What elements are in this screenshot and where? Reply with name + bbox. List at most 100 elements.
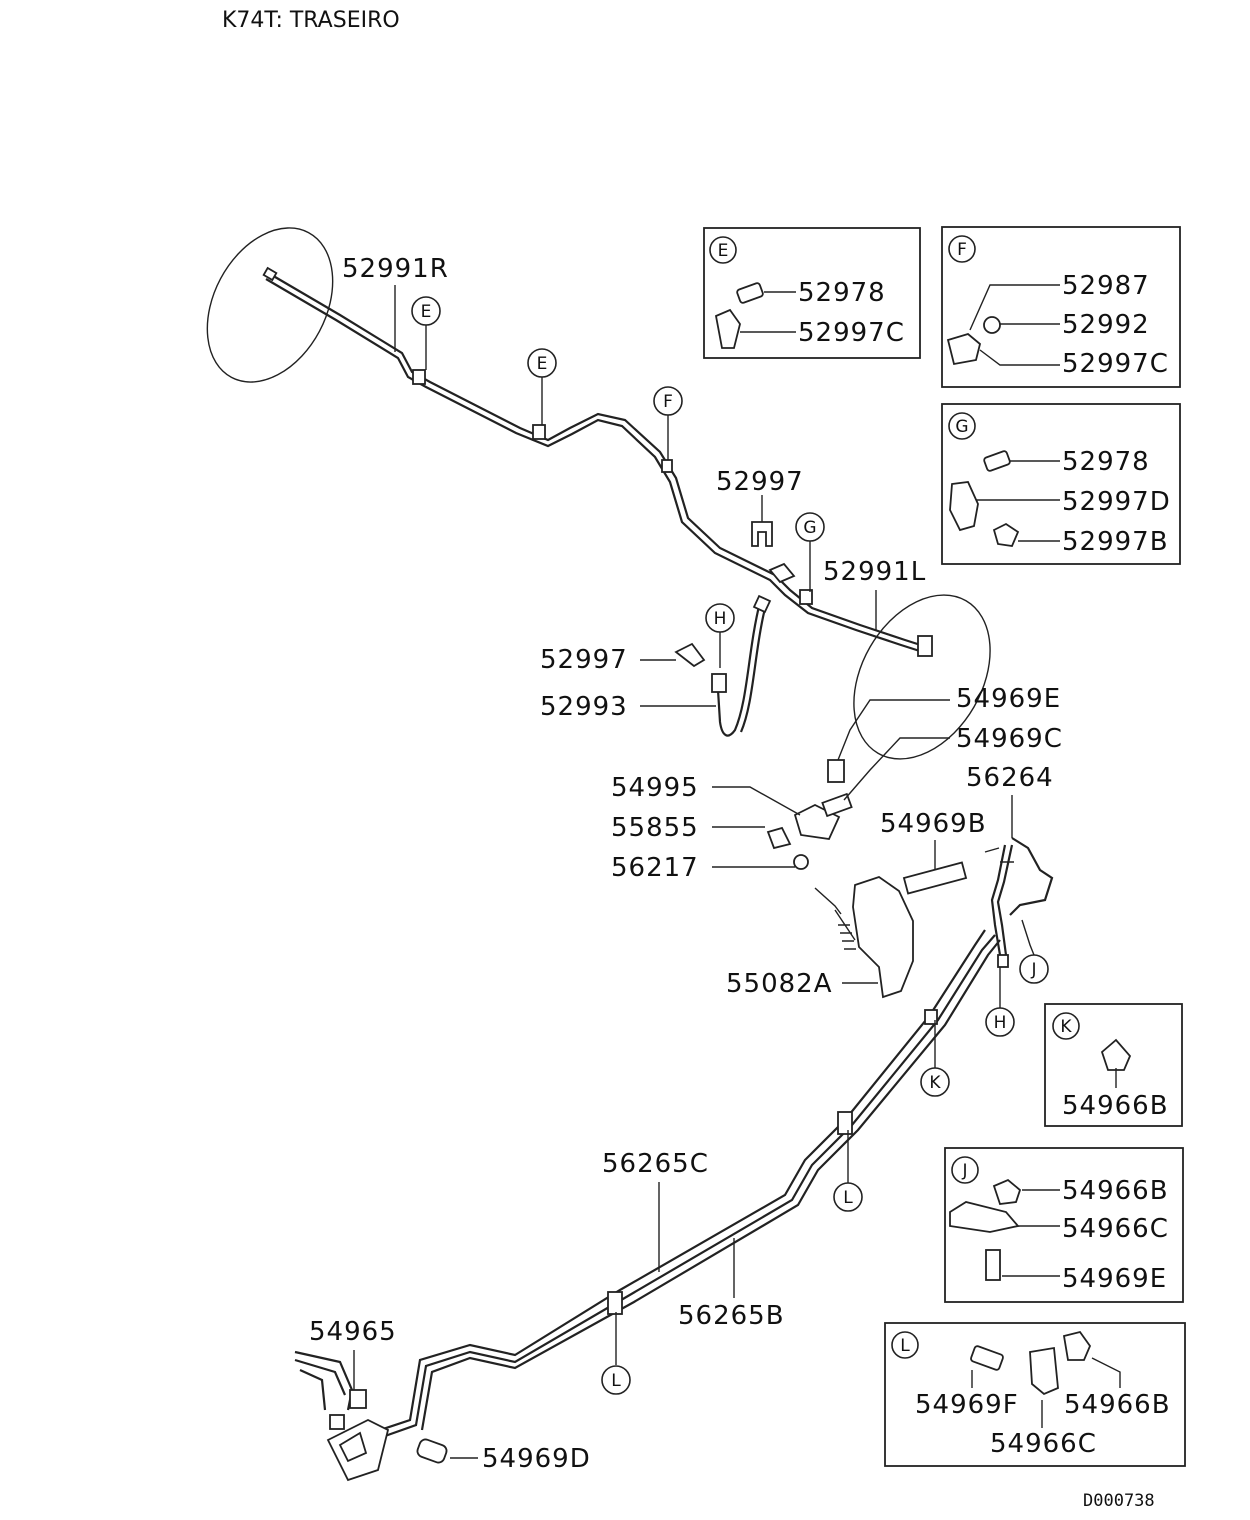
bolt-54969B (902, 861, 968, 895)
clip-l-upper (837, 1111, 853, 1135)
detail-g-part-1: 52978 (1062, 447, 1150, 477)
hose-end-fitting (711, 673, 727, 693)
svg-text:H: H (994, 1013, 1007, 1033)
junction-54965 (294, 1350, 448, 1482)
callout-h2: H (985, 1007, 1015, 1037)
svg-text:H: H (714, 609, 727, 629)
detail-f-part-1: 52987 (1062, 271, 1150, 301)
detail-f-letter: F (957, 240, 967, 260)
detail-g-letter: G (955, 417, 968, 437)
bracket-52997C (714, 308, 741, 349)
union-54969E (827, 759, 845, 783)
label-54995: 54995 (611, 773, 699, 803)
nut-52992 (983, 316, 1001, 334)
clip-52997-mid (674, 642, 706, 668)
svg-text:E: E (537, 354, 548, 374)
clip-f (661, 459, 673, 473)
pipe-56264-end (997, 954, 1009, 968)
bracket-54966C-l (1029, 1346, 1059, 1396)
detail-l-letter: L (900, 1336, 910, 1356)
rear-right-drum-outline (853, 594, 991, 760)
shim-55855 (766, 826, 792, 850)
detail-box-k: K 54966B (1044, 1003, 1183, 1127)
svg-text:E: E (421, 302, 432, 322)
callout-circles: E E F G H J H K L L (411, 296, 1049, 1395)
callout-l2: L (601, 1365, 631, 1395)
label-54969C: 54969C (956, 724, 1063, 754)
detail-e-part-2: 52997C (798, 318, 905, 348)
clip-52997B (992, 522, 1020, 547)
detail-f-part-2: 52992 (1062, 310, 1150, 340)
junction-fitting-2 (329, 1414, 345, 1430)
bracket-54966C-j (949, 1201, 1020, 1233)
detail-j-letter: J (961, 1161, 967, 1181)
callout-l1: L (833, 1182, 863, 1212)
svg-text:G: G (803, 518, 816, 538)
callout-k1: K (920, 1067, 950, 1097)
bracket-upper (768, 562, 796, 584)
detail-j-part-3: 54969E (1062, 1264, 1167, 1294)
clip-52978 (736, 282, 764, 304)
label-52997-upper: 52997 (716, 467, 804, 497)
svg-text:F: F (663, 392, 673, 412)
pipe-56264 (984, 837, 1054, 968)
bolt-54969D (416, 1438, 448, 1464)
junction-fitting (349, 1389, 367, 1409)
nut-56217 (793, 854, 809, 870)
detail-box-e: E 52978 52997C (703, 227, 921, 359)
right-wheel-cylinder-fitting (917, 635, 933, 657)
valve-assembly (766, 759, 968, 999)
callout-e2: E (527, 348, 557, 378)
clip-k (924, 1009, 938, 1025)
label-52991R: 52991R (342, 254, 449, 284)
bolt-54969F (970, 1345, 1004, 1371)
detail-l-part-2: 54966B (1064, 1390, 1171, 1420)
clip-54966B-l (1062, 1330, 1092, 1361)
clip-l-lower (607, 1291, 623, 1315)
part-labels: 52991R 52991L 52997 52997 52993 54969E 5… (309, 254, 1063, 1474)
label-54969D: 54969D (482, 1444, 591, 1474)
detail-l-part-1: 54969F (915, 1390, 1019, 1420)
svg-text:J: J (1030, 960, 1036, 980)
label-52991L: 52991L (823, 557, 926, 587)
detail-l-part-3: 54966C (990, 1429, 1097, 1459)
detail-j-part-2: 54966C (1062, 1214, 1169, 1244)
detail-j-part-1: 54966B (1062, 1176, 1169, 1206)
clip-52978-g (983, 450, 1011, 472)
svg-text:L: L (843, 1188, 853, 1208)
upper-line-clips (412, 369, 813, 605)
label-55855: 55855 (611, 813, 699, 843)
bolt-54969E-j (985, 1249, 1001, 1281)
svg-text:L: L (611, 1371, 621, 1391)
label-56217: 56217 (611, 853, 699, 883)
callout-e1: E (411, 296, 441, 326)
callout-h1: H (705, 603, 735, 633)
detail-g-part-3: 52997B (1062, 527, 1169, 557)
junction-block (338, 1431, 368, 1463)
svg-text:K: K (929, 1073, 941, 1093)
left-flare-nut (262, 266, 278, 282)
label-54969B: 54969B (880, 809, 987, 839)
flexible-hose-52993 (711, 594, 772, 737)
clip-e1 (412, 369, 426, 385)
clip-e2 (532, 424, 546, 440)
label-56265C: 56265C (602, 1149, 709, 1179)
detail-box-g: G 52978 52997D 52997B (941, 403, 1181, 565)
label-56265B: 56265B (678, 1301, 785, 1331)
clip-54966B-j (992, 1178, 1022, 1205)
hose-top-fitting (752, 594, 772, 614)
diagram-code: D000738 (1083, 1491, 1155, 1511)
clip-52997-upper (751, 521, 773, 547)
clip-g (799, 589, 813, 605)
lower-brake-lines (379, 929, 1001, 1438)
bracket-52997C-f (946, 332, 982, 366)
detail-g-part-2: 52997D (1062, 487, 1171, 517)
detail-e-letter: E (718, 241, 729, 261)
label-56264: 56264 (966, 763, 1054, 793)
callout-j1: J (1019, 954, 1049, 984)
page-title: K74T: TRASEIRO (222, 8, 400, 33)
label-55082A: 55082A (726, 969, 833, 999)
rear-left-drum-outline (206, 227, 334, 383)
label-54969E: 54969E (956, 684, 1061, 714)
